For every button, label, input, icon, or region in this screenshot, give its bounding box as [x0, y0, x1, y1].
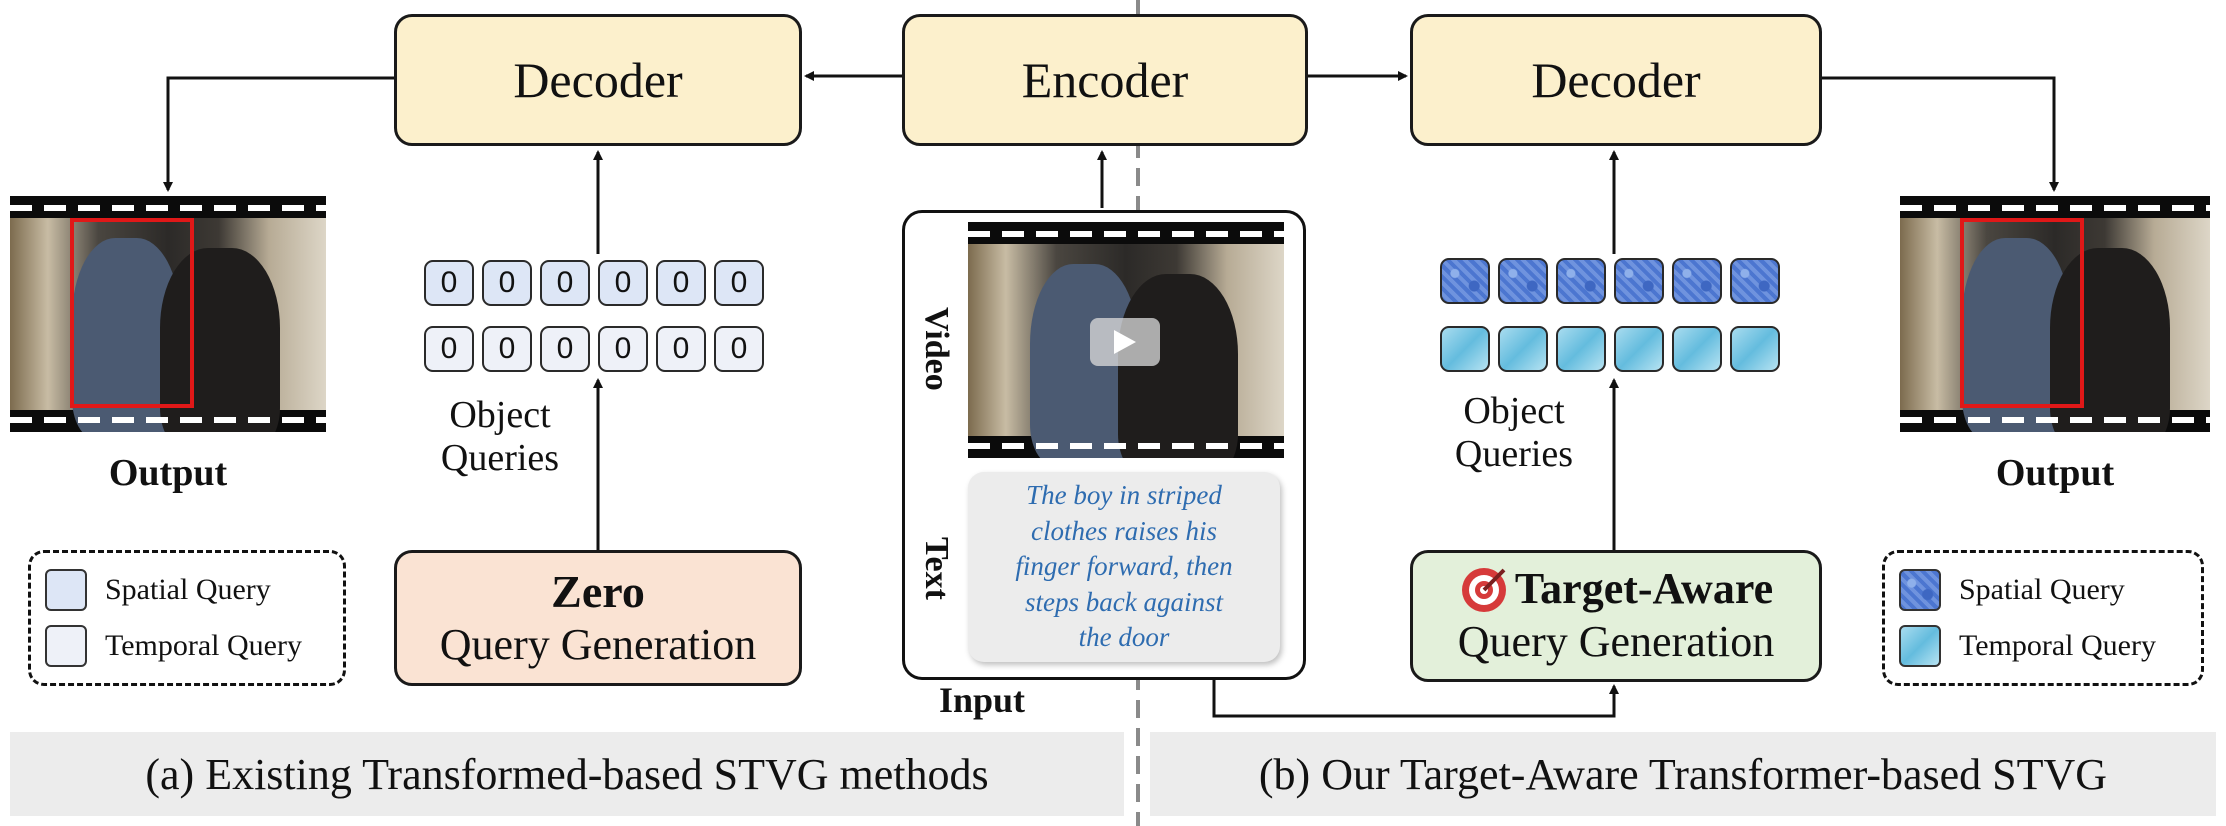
target-icon	[1461, 567, 1506, 612]
target-aware-title: Target-Aware	[1514, 564, 1774, 614]
query-cell	[1672, 326, 1722, 372]
query-cell	[1440, 258, 1490, 304]
query-cell: 0	[714, 260, 764, 306]
query-cell	[1498, 326, 1548, 372]
play-icon[interactable]	[1090, 318, 1160, 366]
query-cell	[1730, 258, 1780, 304]
target-aware-subtitle: Query Generation	[1457, 617, 1775, 666]
query-cell: 0	[482, 326, 532, 372]
query-cell: 0	[598, 260, 648, 306]
right-decoder-box: Decoder	[1410, 14, 1822, 146]
right-output-video-frame	[1900, 196, 2210, 432]
query-cell: 0	[424, 260, 474, 306]
input-video-frame	[968, 222, 1284, 458]
right-object-queries-label: Object Queries	[1454, 390, 1574, 475]
zero-query-generation-box: Zero Query Generation	[394, 550, 802, 686]
encoder-label: Encoder	[1021, 51, 1189, 108]
spatial-query-swatch	[45, 569, 87, 611]
query-cell: 0	[656, 326, 706, 372]
left-output-video-frame	[10, 196, 326, 432]
query-cell	[1498, 258, 1548, 304]
query-cell: 0	[424, 326, 474, 372]
zero-query-title: Zero	[551, 566, 645, 617]
query-cell: 0	[482, 260, 532, 306]
query-cell	[1556, 326, 1606, 372]
right-legend: Spatial Query Temporal Query	[1882, 550, 2204, 686]
left-output-label: Output	[108, 452, 228, 494]
left-decoder-box: Decoder	[394, 14, 802, 146]
bounding-box	[1960, 218, 2084, 408]
zero-query-subtitle: Query Generation	[439, 620, 757, 670]
encoder-box: Encoder	[902, 14, 1308, 146]
target-aware-query-generation-box: Target-Aware Query Generation	[1410, 550, 1822, 682]
input-label: Input	[938, 680, 1026, 720]
query-cell: 0	[598, 326, 648, 372]
query-cell	[1440, 326, 1490, 372]
query-cell	[1730, 326, 1780, 372]
legend-spatial-label: Spatial Query	[105, 573, 271, 606]
right-decoder-label: Decoder	[1531, 51, 1701, 108]
left-object-queries-label: Object Queries	[440, 394, 560, 479]
spatial-query-swatch	[1899, 569, 1941, 611]
query-cell: 0	[656, 260, 706, 306]
temporal-query-swatch	[45, 625, 87, 667]
left-decoder-label: Decoder	[513, 51, 683, 108]
bounding-box	[70, 218, 194, 408]
query-cell	[1672, 258, 1722, 304]
text-query-card: The boy in striped clothes raises his fi…	[968, 472, 1280, 662]
temporal-query-swatch	[1899, 625, 1941, 667]
query-cell	[1614, 326, 1664, 372]
right-caption: (b) Our Target-Aware Transformer-based S…	[1150, 732, 2216, 816]
legend-spatial-label: Spatial Query	[1959, 573, 2125, 606]
left-caption: (a) Existing Transformed-based STVG meth…	[10, 732, 1124, 816]
query-cell: 0	[714, 326, 764, 372]
query-cell	[1556, 258, 1606, 304]
legend-temporal-label: Temporal Query	[105, 629, 302, 662]
left-legend: Spatial Query Temporal Query	[28, 550, 346, 686]
query-cell: 0	[540, 326, 590, 372]
text-side-label: Text	[918, 537, 955, 600]
video-side-label: Video	[918, 307, 955, 391]
legend-temporal-label: Temporal Query	[1959, 629, 2156, 662]
query-cell: 0	[540, 260, 590, 306]
right-output-label: Output	[1995, 452, 2115, 494]
query-cell	[1614, 258, 1664, 304]
